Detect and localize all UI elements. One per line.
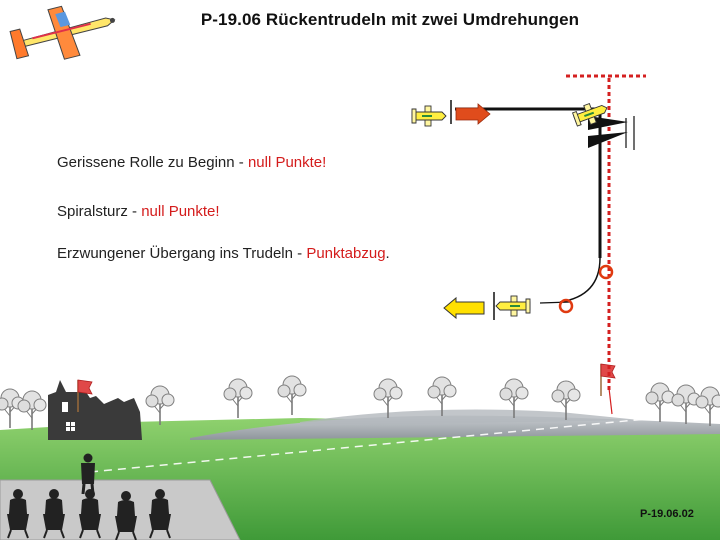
tree-icon (278, 376, 306, 415)
note-text: Gerissene Rolle zu Beginn - (57, 154, 248, 171)
note-tail: . (386, 245, 390, 262)
plane-icon (496, 296, 530, 316)
note-text: Spiralsturz - (57, 203, 141, 220)
flight-path (451, 100, 634, 320)
exit-direction-arrow (444, 298, 484, 318)
note-penalty: null Punkte! (248, 154, 326, 171)
tree-icon (672, 385, 700, 424)
note-penalty: null Punkte! (141, 203, 219, 220)
tree-icon (646, 383, 674, 422)
figure-code: P-19.06.02 (640, 508, 694, 520)
tree-icon (696, 387, 720, 426)
note-snap-roll: Gerissene Rolle zu Beginn - null Punkte! (57, 154, 326, 171)
spin-triangle-icon (588, 132, 628, 148)
note-text: Erzwungener Übergang ins Trudeln - (57, 245, 306, 262)
note-forced-entry: Erzwungener Übergang ins Trudeln - Punkt… (57, 245, 390, 262)
page-title: P-19.06 Rückentrudeln mit zwei Umdrehung… (120, 10, 660, 30)
note-penalty: Punktabzug (306, 245, 385, 262)
tree-icon (18, 391, 46, 430)
plane-icon (412, 106, 446, 126)
castle-ruin-icon (48, 380, 142, 440)
tree-icon (224, 379, 252, 418)
entry-direction-arrow (456, 104, 490, 124)
error-circle-icon (600, 266, 612, 278)
note-spiral-dive: Spiralsturz - null Punkte! (57, 203, 220, 220)
aerobatic-plane-logo (7, 0, 121, 70)
tree-icon (146, 386, 174, 425)
